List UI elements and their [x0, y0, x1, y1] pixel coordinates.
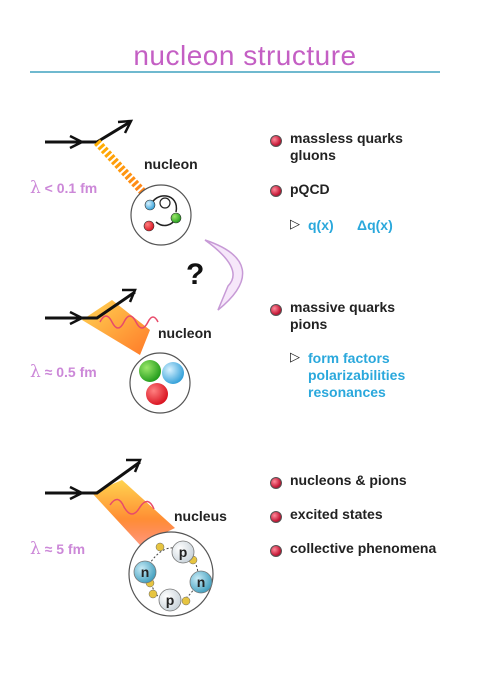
bullet-icon	[270, 185, 282, 197]
arrow-icon	[69, 310, 85, 326]
target-label-3: nucleus	[174, 508, 227, 524]
lambda-symbol: λ	[30, 178, 41, 198]
proton-ball	[171, 540, 195, 564]
question-mark: ?	[186, 258, 205, 291]
electron-track-1	[45, 120, 131, 144]
target-label-2: nucleon	[158, 325, 212, 341]
page-title: nucleon structure	[133, 40, 357, 71]
nucleon-label-n: n	[197, 574, 206, 590]
nucleon-circle-1	[130, 184, 192, 246]
bullet-text: massive quarks pions	[290, 299, 396, 332]
pion-dot	[148, 589, 158, 599]
quark-blue	[162, 362, 184, 384]
nucleon-label-n: n	[141, 564, 150, 580]
arrow-icon	[69, 485, 85, 501]
wavelength-value: ≈ 5 fm	[44, 541, 86, 557]
neutron-ball	[133, 560, 157, 584]
neutron-ball	[189, 570, 213, 594]
arrow-icon	[117, 119, 134, 134]
gluon-ring	[159, 197, 171, 209]
pion-cloud-wave	[109, 498, 155, 515]
nucleon-label-p: p	[166, 592, 175, 608]
quark-green	[170, 212, 182, 224]
pion-dot	[181, 596, 191, 606]
sub-item: form factors	[308, 350, 390, 366]
panel-1-art	[45, 119, 192, 246]
sub-item: q(x)	[308, 217, 334, 233]
electron-track-2	[45, 290, 136, 320]
bullet-text: collective phenomena	[290, 540, 437, 556]
arrow-icon	[122, 288, 137, 303]
arrow-icon	[126, 458, 142, 473]
bullet-icon	[270, 304, 282, 316]
proton-ball	[158, 588, 182, 612]
bullet-text: pQCD	[290, 181, 330, 197]
sub-item: resonances	[308, 384, 386, 400]
pion-cloud-wave	[99, 315, 159, 329]
quark-red	[143, 220, 155, 232]
bullet-text: massless quarks gluons	[290, 130, 403, 163]
wavelength-label-1: λ < 0.1 fm	[30, 178, 97, 198]
bullet-icon	[270, 477, 282, 489]
lambda-symbol: λ	[30, 362, 41, 382]
wavelength-label-3: λ ≈ 5 fm	[30, 539, 85, 559]
bullet-text: nucleons & pions	[290, 472, 407, 488]
quark-green	[139, 360, 161, 382]
pion-dot	[155, 542, 165, 552]
wavelength-value: ≈ 0.5 fm	[44, 364, 97, 380]
panel-3-art: p n n p	[45, 458, 214, 617]
sub-item: polarizabilities	[308, 367, 406, 383]
wavelength-label-2: λ ≈ 0.5 fm	[30, 362, 97, 382]
lambda-symbol: λ	[30, 539, 41, 559]
triangle-icon: ▷	[290, 349, 300, 364]
arrow-icon	[69, 134, 85, 150]
transition-arrow	[204, 239, 244, 311]
photon-beam-1	[94, 139, 156, 206]
panel-2-art	[45, 288, 191, 414]
wavelength-value: < 0.1 fm	[44, 180, 98, 196]
bullet-icon	[270, 511, 282, 523]
electron-track-3	[45, 460, 141, 495]
sub-item: Δq(x)	[357, 217, 393, 233]
nucleon-label-p: p	[179, 544, 188, 560]
target-label-1: nucleon	[144, 156, 198, 172]
photon-beam-3	[92, 480, 175, 545]
bullet-text: excited states	[290, 506, 383, 522]
quark-blue	[144, 199, 156, 211]
bullet-icon	[270, 545, 282, 557]
bullet-icon	[270, 135, 282, 147]
triangle-icon: ▷	[290, 216, 300, 231]
title-underline	[30, 71, 440, 73]
quark-red	[146, 383, 168, 405]
